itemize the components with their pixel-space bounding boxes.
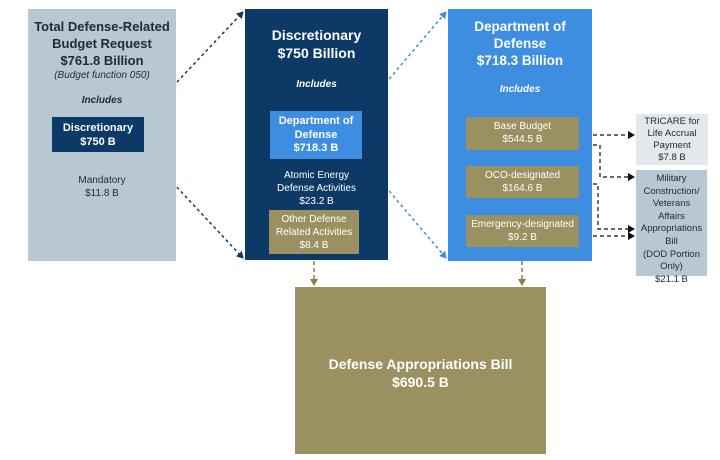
includes-label: Includes [81,95,123,106]
oco-box: OCO-designated $164.6 B [466,166,579,198]
atomic-energy-text: Atomic Energy Defense Activities $23.2 B [277,170,356,207]
total-discretionary-box: Discretionary $750 B [52,117,144,152]
tricare-box: TRICARE for Life Accrual Payment $7.8 B [636,114,708,165]
includes-label: Includes [499,84,541,95]
dod-title: Department of Defense $718.3 Billion [474,19,566,68]
base-budget-box: Base Budget $544.5 B [466,117,579,150]
defense-appropriations-bill-box: Defense Appropriations Bill $690.5 B [295,287,546,454]
total-title: Total Defense-Related Budget Request $76… [34,19,170,68]
disc-dod-box: Department of Defense $718.3 B [270,111,362,159]
total-budget-box: Total Defense-Related Budget Request $76… [28,9,176,261]
includes-label: Includes [296,79,337,90]
mandatory-text: Mandatory $11.8 B [78,175,126,199]
dod-box: Department of Defense $718.3 Billion Inc… [448,9,592,261]
bill-amount: $690.5 B [392,374,449,390]
discretionary-box: Discretionary $750 Billion Includes Depa… [245,9,388,260]
total-subtitle: (Budget function 050) [54,70,150,81]
bill-title: Defense Appropriations Bill [328,356,513,372]
emergency-box: Emergency-designated $9.2 B [466,215,579,247]
discretionary-title: Discretionary $750 Billion [271,27,362,61]
other-defense-box: Other Defense Related Activities $8.4 B [269,210,359,254]
milcon-va-box: Military Construction/ Veterans Affairs … [636,170,707,285]
